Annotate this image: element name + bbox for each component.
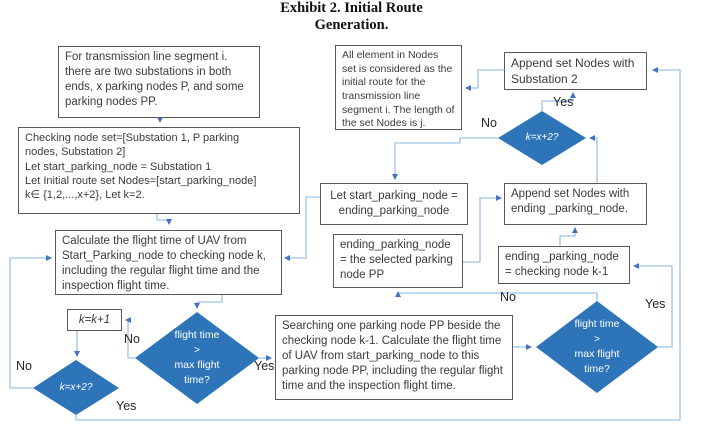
flow-box-searching-pp: Searching one parking node PP beside the… [275, 315, 513, 400]
flow-box-k-increment: k=k+1 [67, 309, 122, 331]
edge-kx2-left-no-to-calculate [9, 255, 52, 389]
edge-label-no-kx2-right: No [481, 116, 497, 130]
edge-kx2-left-yes-to-append-sub2 [75, 67, 681, 421]
edge-label-no-flight-right: No [500, 290, 516, 304]
flow-box-ending-node-k1: ending _parking_node = checking node k-1 [498, 246, 630, 284]
flow-box-all-elements-nodes: All element in Nodes set is considered a… [335, 45, 462, 130]
edge-ending-pp-to-append-ending [463, 195, 502, 263]
flow-box-append-ending-node: Append set Nodes with ending _parking_no… [504, 183, 647, 225]
flow-box-ending-node-pp: ending_parking_node = the selected parki… [333, 234, 463, 288]
flow-box-calculate-flight-time: Calculate the flight time of UAV from St… [55, 230, 282, 295]
edge-calculate-to-flight-center [194, 295, 223, 309]
flow-box-checking-node-set: Checking node set=[Substation 1, P parki… [18, 127, 300, 214]
edge-ending-k1-to-append-ending [559, 227, 578, 246]
edge-flight-right-yes-to-ending-k1 [633, 263, 673, 348]
decision-flight-right-label: flight time > max flight time? [574, 317, 620, 376]
edge-label-yes-flight-center: Yes [254, 359, 275, 373]
edge-label-no-kx2-left: No [16, 359, 32, 373]
decision-kx2-left [33, 360, 119, 415]
decision-flight-time-center [135, 312, 259, 404]
edge-kx2-right-yes-to-append-sub2 [541, 92, 576, 111]
figure-title: Exhibit 2. Initial Route Generation. [280, 0, 423, 34]
edge-flight-right-no-to-ending-pp [395, 291, 598, 301]
edge-label-yes-kx2-left: Yes [116, 399, 137, 413]
decision-kx2-right [498, 111, 586, 165]
edge-let-start-to-calculate [284, 196, 320, 261]
decision-kx2-right-label: k=x+2? [525, 131, 559, 143]
edge-append-ending-to-kx2-right [589, 135, 598, 183]
edge-checking-to-calculate [156, 214, 172, 225]
decision-flight-center-label: flight time > max flight time? [174, 328, 220, 387]
edge-append-sub2-to-all-element [465, 69, 504, 91]
flow-box-append-substation2: Append set Nodes with Substation 2 [504, 52, 647, 90]
edge-label-yes-kx2-right: Yes [553, 95, 574, 109]
decision-flight-time-right [536, 301, 658, 393]
edge-label-yes-flight-right: Yes [645, 297, 666, 311]
decision-kx2-left-label: k=x+2? [59, 381, 93, 393]
flow-box-let-start-parking-node: Let start_parking_node = ending_parking_… [320, 183, 468, 225]
edge-kx2-right-no-to-let-start [392, 137, 498, 180]
flow-box-intro: For transmission line segment i. there a… [58, 46, 260, 118]
edge-label-no-flight-center: No [124, 332, 140, 346]
edge-flight-center-no-to-k-increment [125, 317, 135, 359]
